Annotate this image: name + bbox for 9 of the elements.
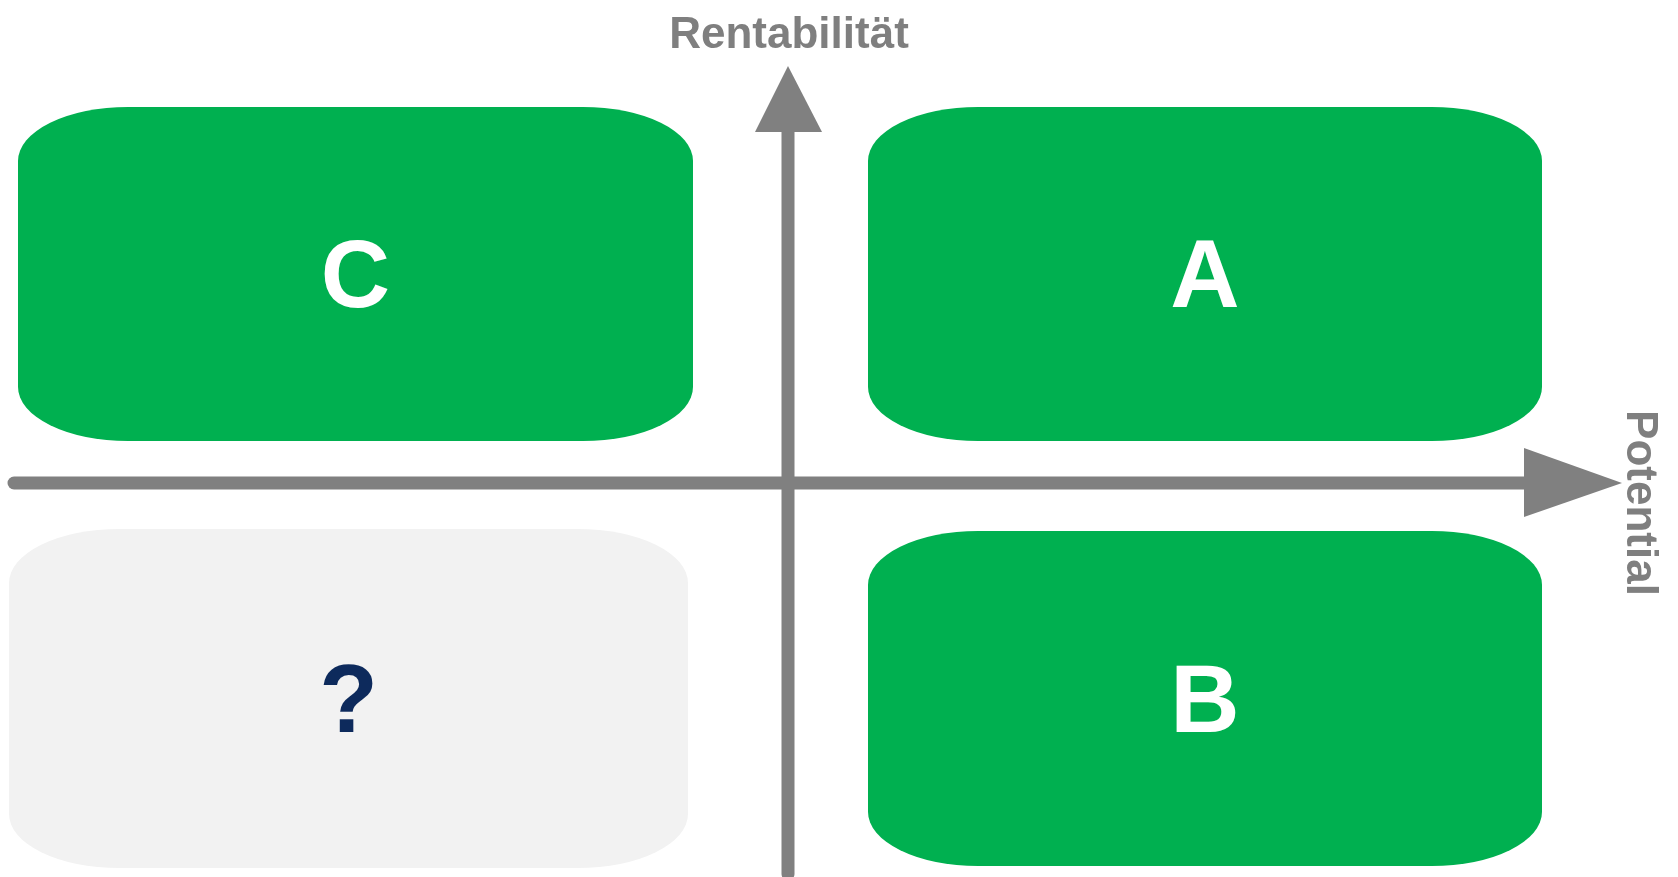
axis-title: Rentabilität	[669, 8, 909, 58]
quadrant-box	[18, 107, 693, 441]
axis-title: Potential	[1617, 410, 1667, 596]
quadrant-letter: C	[320, 219, 391, 329]
quadrant-box	[868, 107, 1542, 441]
quadrant-letter: ?	[319, 643, 378, 754]
quadrant-letter: A	[1170, 219, 1240, 329]
quadrant-box	[868, 531, 1542, 866]
quadrant-letter: B	[1170, 643, 1240, 754]
